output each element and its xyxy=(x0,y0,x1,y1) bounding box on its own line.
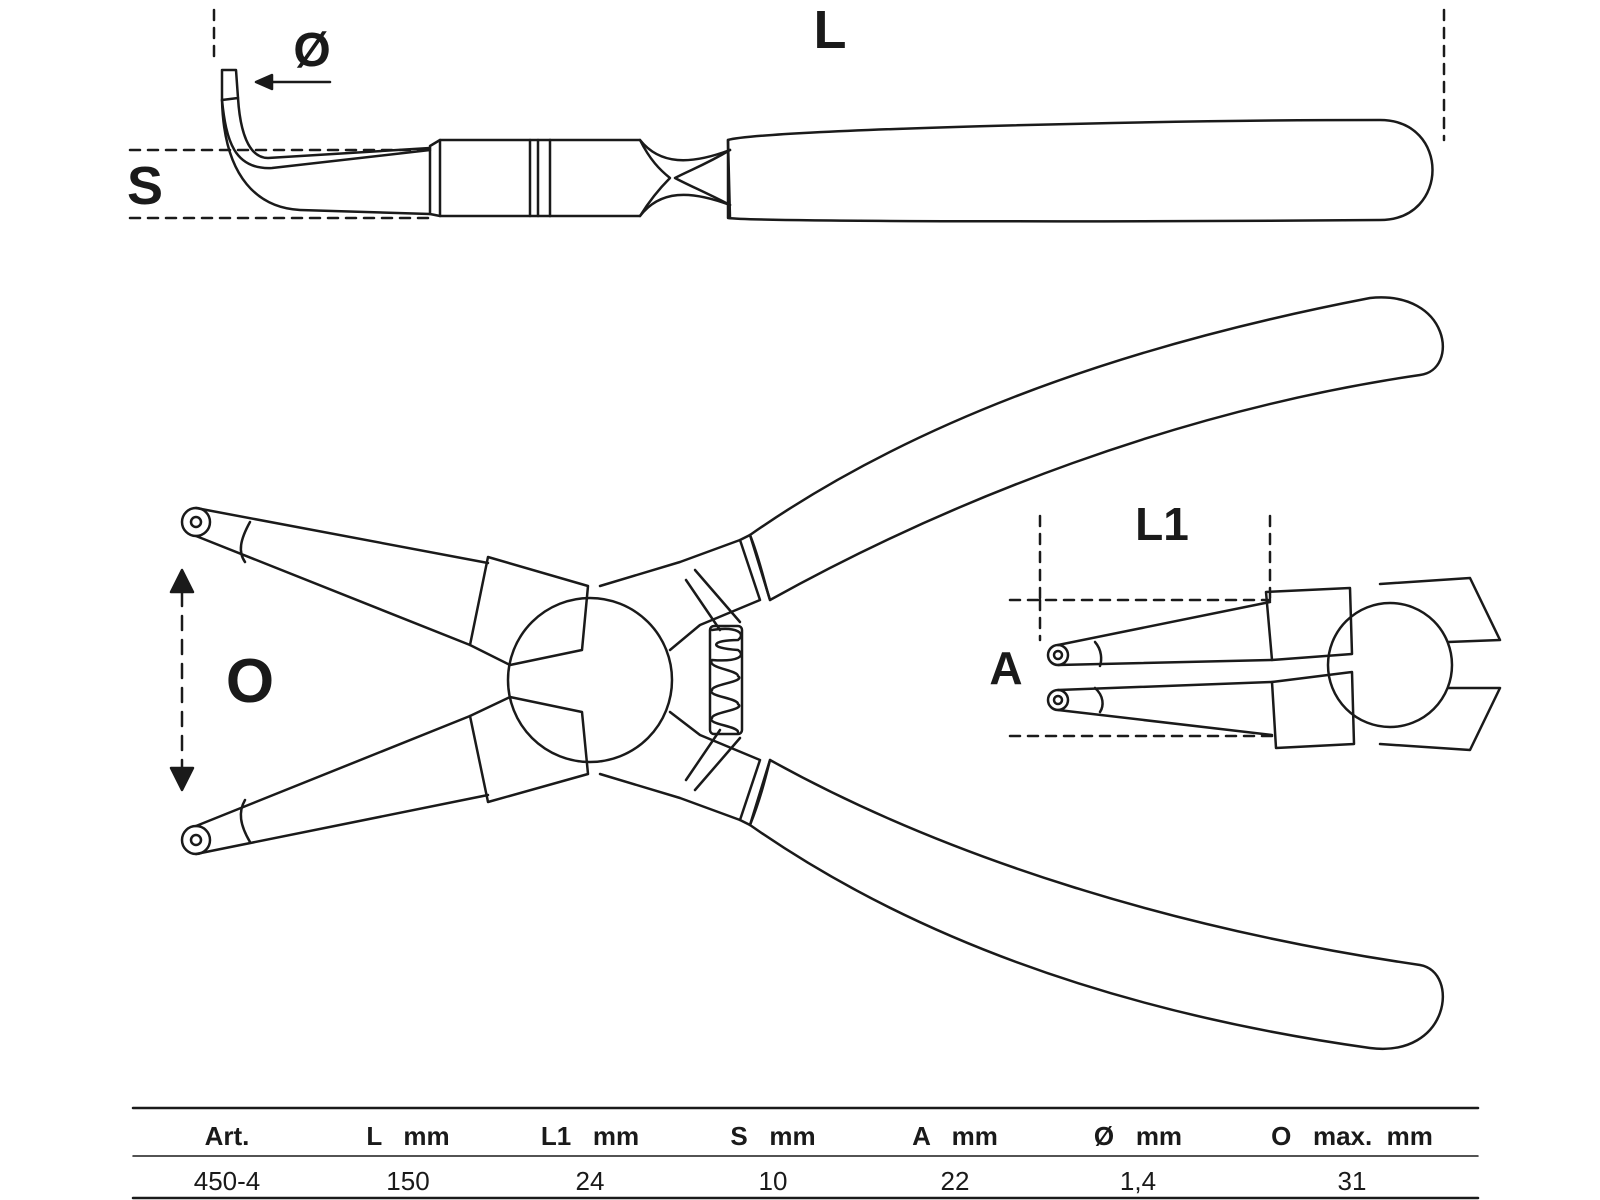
table-header-o-max: O max. mm xyxy=(1271,1121,1433,1151)
label-L: L xyxy=(814,0,847,60)
side-joint-block xyxy=(428,138,532,218)
table-cell-o-max: 31 xyxy=(1338,1166,1367,1196)
diameter-arrow xyxy=(254,73,332,91)
spring-coil xyxy=(708,624,744,736)
table-header-art: Art. xyxy=(205,1121,250,1151)
table-header-a: A mm xyxy=(912,1121,998,1151)
spec-table: Art. L mm L1 mm S mm A mm Ø mm O max. mm… xyxy=(194,1121,1433,1196)
side-view-dimensions xyxy=(128,8,1446,220)
label-A: A xyxy=(989,642,1022,694)
table-cell-a: 22 xyxy=(941,1166,970,1196)
lower-tip-outer xyxy=(180,824,212,856)
table-header-l1: L1 mm xyxy=(541,1121,639,1151)
pliers-detail-view xyxy=(1046,576,1502,752)
label-diameter: Ø xyxy=(293,24,330,77)
table-header-s: S mm xyxy=(730,1121,815,1151)
label-L1: L1 xyxy=(1135,498,1189,550)
table-cell-l: 150 xyxy=(386,1166,429,1196)
detail-view-dimensions xyxy=(1008,514,1278,738)
spec-table-rules xyxy=(131,1106,1480,1200)
label-O: O xyxy=(226,647,274,716)
detail-pivot-circle xyxy=(1326,601,1454,729)
side-handle xyxy=(726,118,1434,223)
upper-tip-outer xyxy=(180,506,212,538)
side-bent-tip xyxy=(220,68,240,102)
pliers-side-view xyxy=(220,68,1434,223)
opening-dimension-arrow xyxy=(169,568,195,792)
table-cell-diameter: 1,4 xyxy=(1120,1166,1156,1196)
table-header-diameter: Ø mm xyxy=(1094,1121,1182,1151)
table-cell-s: 10 xyxy=(759,1166,788,1196)
pivot-circle xyxy=(506,596,674,764)
lower-handle xyxy=(748,758,1444,1051)
label-S: S xyxy=(127,156,163,216)
table-cell-l1: 24 xyxy=(576,1166,605,1196)
pliers-front-view xyxy=(180,296,1444,1051)
upper-handle xyxy=(748,296,1444,602)
table-header-l: L mm xyxy=(366,1121,449,1151)
table-cell-art: 450-4 xyxy=(194,1166,261,1196)
